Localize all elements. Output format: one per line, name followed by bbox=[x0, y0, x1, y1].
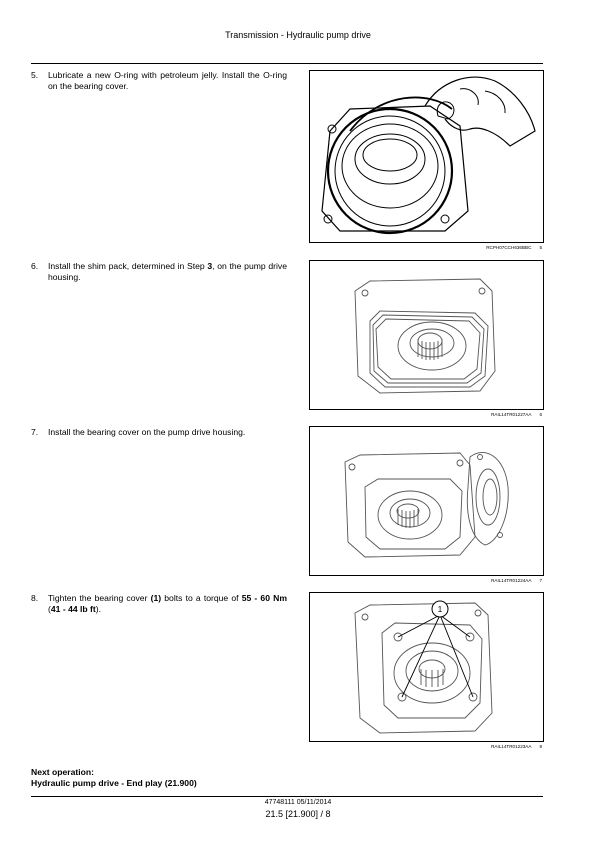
figure-number: 6 bbox=[539, 412, 542, 417]
footer-doc-ref: 47748111 05/11/2014 bbox=[264, 799, 332, 806]
figure-7-bearing-cover-install bbox=[309, 426, 544, 576]
next-operation-label: Next operation: bbox=[31, 767, 95, 777]
figure-code: RCPH07CCH636BBC bbox=[486, 245, 532, 250]
bearing-cover-bolts-illustration: 1 bbox=[354, 600, 493, 734]
callout-label: 1 bbox=[438, 605, 443, 614]
step-number: 7. bbox=[31, 427, 39, 437]
figure-5-caption: RCPH07CCH636BBC 5 bbox=[309, 245, 542, 250]
step-text: Install the shim pack, determined in Ste… bbox=[48, 261, 287, 282]
figure-number: 8 bbox=[539, 744, 542, 749]
figure-6-caption: RAIL14TR01227AA 6 bbox=[309, 412, 542, 417]
figure-5-oring-bearing-cover bbox=[309, 70, 544, 243]
figure-7-caption: RAIL14TR01224AA 7 bbox=[309, 578, 542, 583]
figure-8-caption: RAIL14TR01223AA 8 bbox=[309, 744, 542, 749]
figure-code: RAIL14TR01227AA bbox=[491, 412, 532, 417]
step-text: Tighten the bearing cover (1) bolts to a… bbox=[48, 593, 287, 614]
figure-6-shim-pack bbox=[309, 260, 544, 410]
step-6: 6. Install the shim pack, determined in … bbox=[31, 261, 287, 283]
step-number: 6. bbox=[31, 261, 39, 271]
page-header-title: Transmission - Hydraulic pump drive bbox=[225, 30, 371, 40]
step-8: 8. Tighten the bearing cover (1) bolts t… bbox=[31, 593, 287, 615]
figure-number: 5 bbox=[539, 245, 542, 250]
step-7: 7. Install the bearing cover on the pump… bbox=[31, 427, 287, 438]
callout-circle bbox=[431, 600, 449, 618]
step-text: Lubricate a new O-ring with petroleum je… bbox=[48, 70, 287, 91]
figure-code: RAIL14TR01224AA bbox=[491, 578, 532, 583]
next-operation-block: Next operation: Hydraulic pump drive - E… bbox=[31, 767, 197, 789]
oring-install-illustration bbox=[321, 76, 536, 235]
header-rule bbox=[31, 63, 543, 64]
shim-pack-illustration bbox=[354, 278, 496, 394]
footer-page-ref: 21.5 [21.900] / 8 bbox=[265, 809, 331, 819]
next-operation-link[interactable]: Hydraulic pump drive - End play (21.900) bbox=[31, 778, 197, 788]
step-5: 5. Lubricate a new O-ring with petroleum… bbox=[31, 70, 287, 92]
figure-number: 7 bbox=[539, 578, 542, 583]
step-text: Install the bearing cover on the pump dr… bbox=[48, 427, 246, 437]
footer-rule bbox=[31, 796, 543, 797]
step-number: 8. bbox=[31, 593, 39, 603]
step-number: 5. bbox=[31, 70, 39, 80]
figure-8-bearing-cover-bolts: 1 bbox=[309, 592, 544, 742]
bearing-cover-install-illustration bbox=[344, 452, 509, 558]
figure-code: RAIL14TR01223AA bbox=[491, 744, 532, 749]
